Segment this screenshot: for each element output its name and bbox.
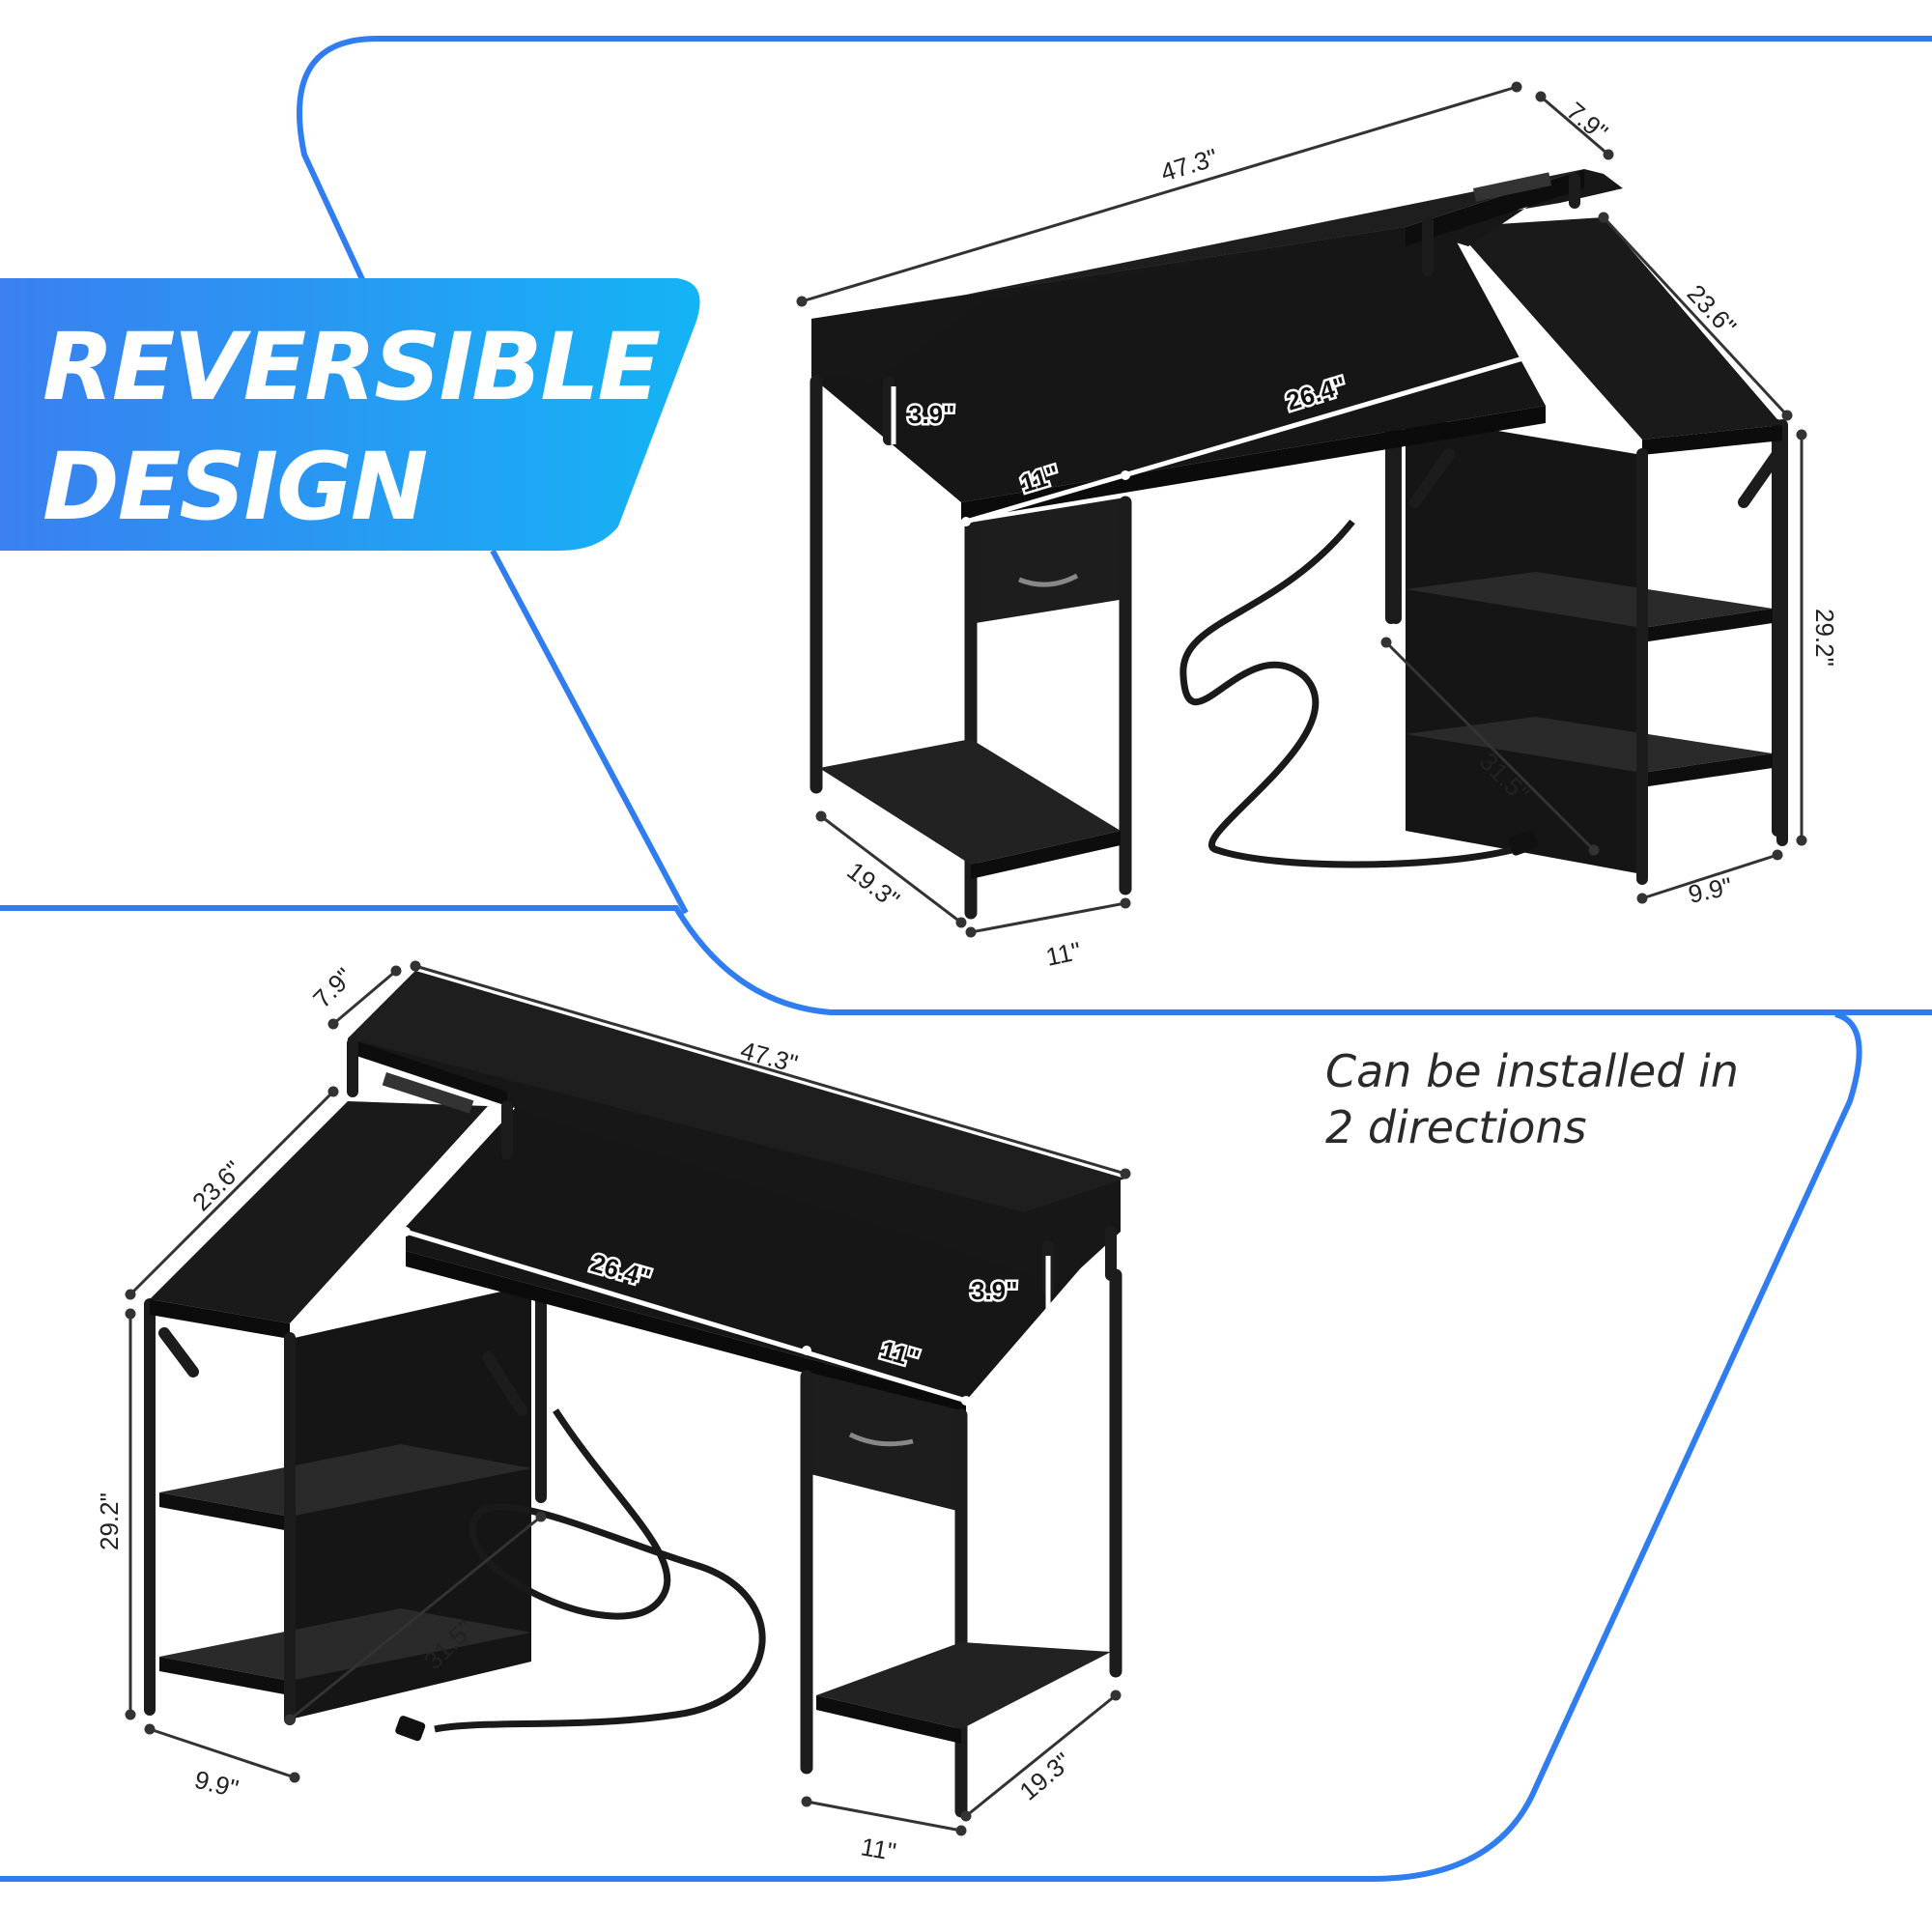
top-outline-upper [297,36,1932,292]
frame-outlines [0,36,1932,1882]
monitor-riser [811,169,1623,382]
dim-riser-depth-label: 7.9" [1561,97,1613,147]
dim-shelf-width-label-bottom: 9.9" [192,1765,242,1804]
fabric-drawer[interactable] [976,497,1125,623]
power-cord-bottom [434,1408,766,1733]
power-cord [1179,519,1513,868]
dim-riser-depth-label-bottom: 7.9" [307,962,358,1013]
headline: REVERSIBLE DESIGN [43,307,661,547]
dim-leg-depth-label: 19.3" [841,856,905,914]
plug-icon-bottom [395,1716,426,1742]
dim-bottom-width-label: 11" [1043,936,1084,972]
headline-banner [0,278,700,551]
installation-note: Can be installed in 2 directions [1325,1043,1739,1155]
bottom-shelf-left [819,739,1121,865]
dim-riser-height-label-bottom: 3.9" [971,1276,1017,1305]
dim-riser-height-label: 3.9" [908,400,954,429]
desk-bottom-orientation: 7.9" 47.3" 23.6" 26.4" 3.9" 11" 29.2" 31… [95,960,1131,1866]
side-wing-top [1454,217,1782,440]
desk-top-orientation: 47.3" 7.9" 23.6" 3.9" 26.4" 11" 29.2" 31… [796,81,1839,972]
dim-height-label: 29.2" [1810,609,1839,667]
bottom-outline [0,1011,1862,1882]
dim-leg-depth-label-bottom: 19.3" [1014,1747,1077,1805]
headline-line-1: REVERSIBLE [43,313,661,421]
main-desktop-bottom [406,1106,1121,1401]
installation-note-line-1: Can be installed in [1325,1045,1739,1097]
plug-icon [1508,830,1539,856]
headline-line-2: DESIGN [43,433,428,541]
bottom-shelf-right [816,1642,1111,1729]
dim-shelf-width-label: 9.9" [1686,871,1735,909]
dim-width-label: 47.3" [1157,143,1221,187]
side-panel-bottom [290,1285,531,1719]
dim-height-label-bottom: 29.2" [95,1492,124,1550]
side-wing-bottom [150,1101,488,1323]
side-panel [1406,415,1642,874]
diagonal-outline [490,549,689,915]
top-outline-lower [0,905,1932,1015]
dim-bottom-width-label-bottom: 11" [859,1832,898,1866]
installation-note-line-2: 2 directions [1325,1101,1587,1153]
